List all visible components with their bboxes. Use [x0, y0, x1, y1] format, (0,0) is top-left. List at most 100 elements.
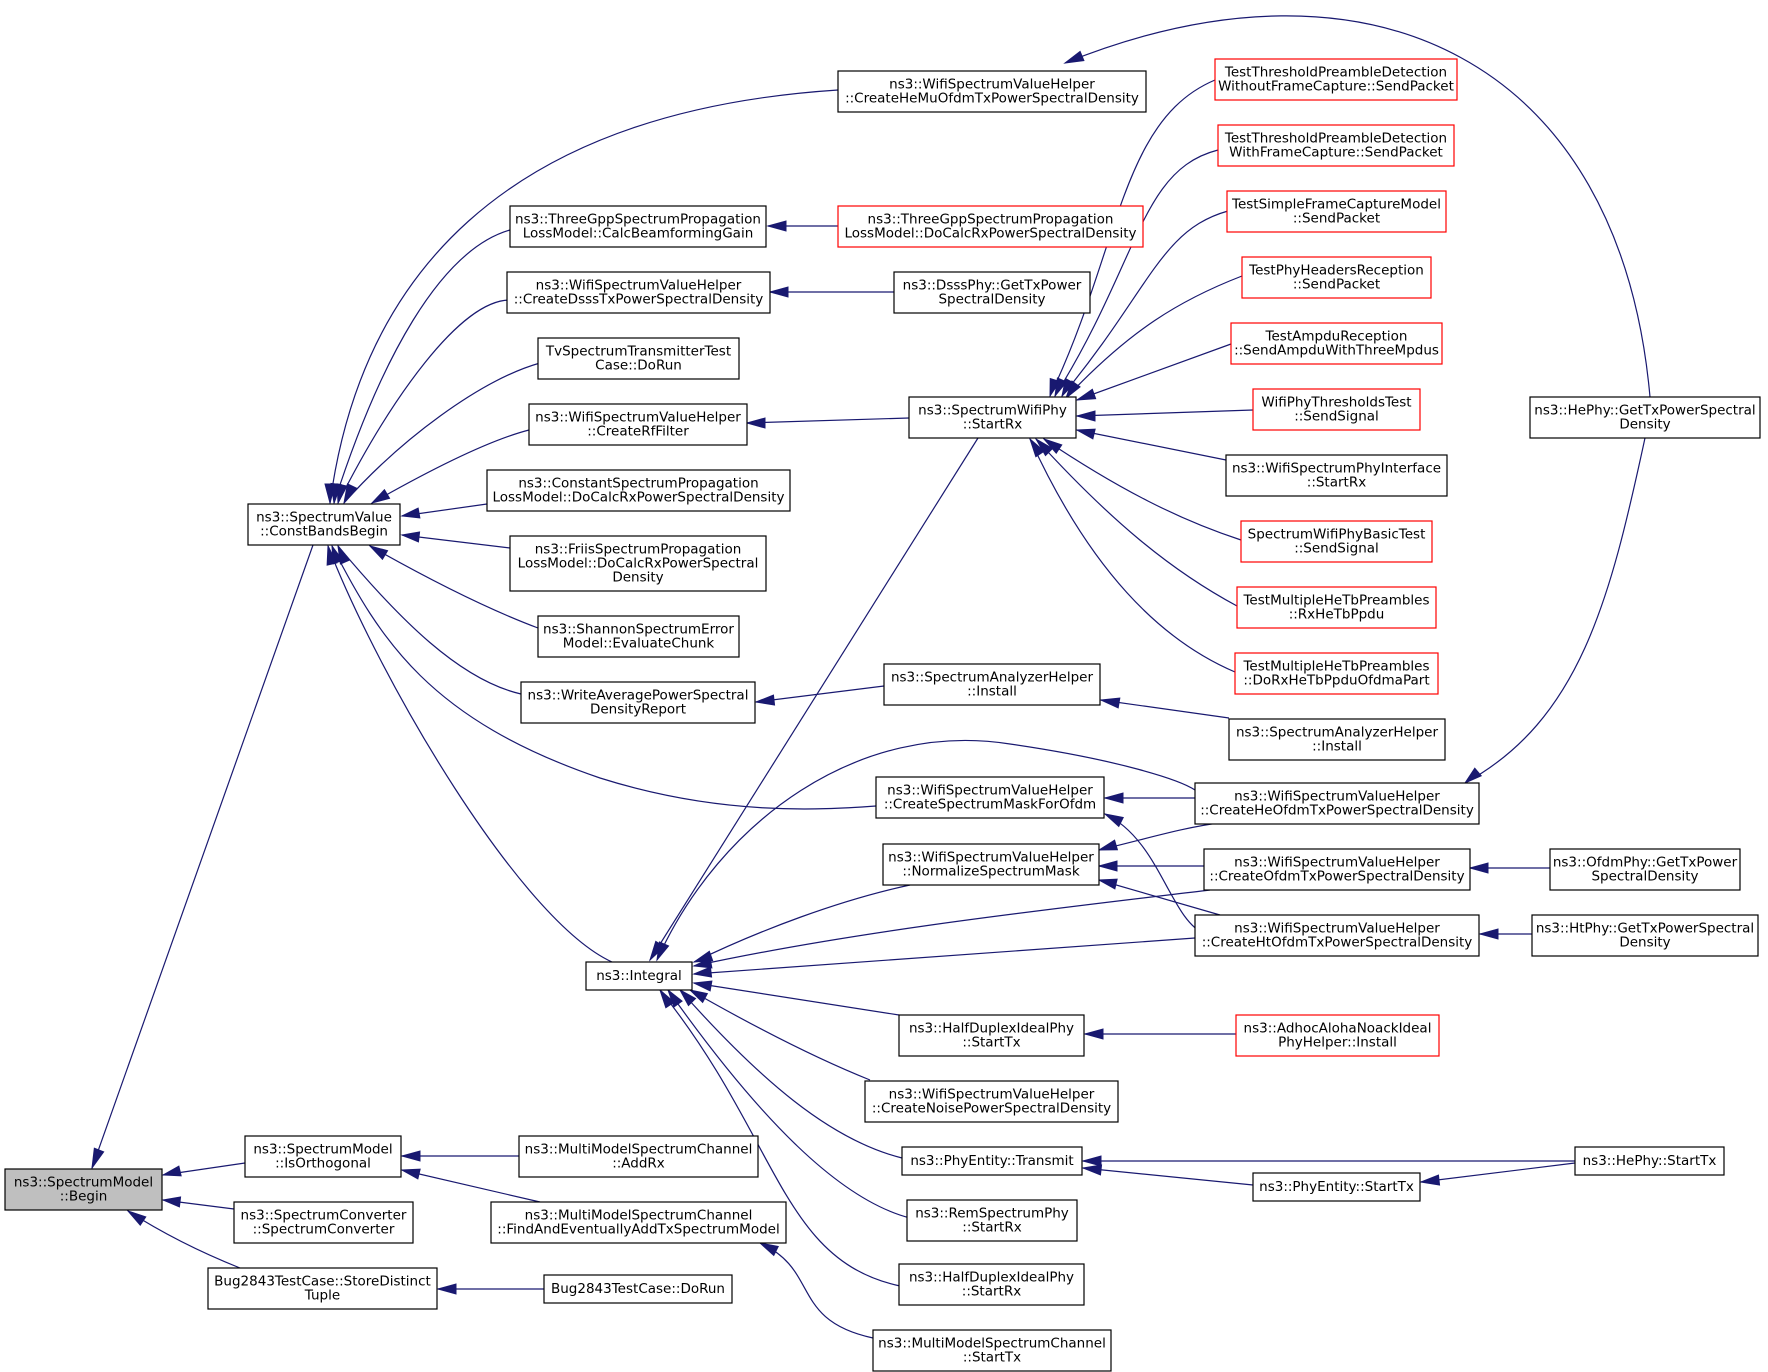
node-tgcalc[interactable]: ns3::ThreeGppSpectrumPropagationLossMode…	[509, 205, 767, 248]
node-t5[interactable]: TestAmpduReception::SendAmpduWithThreeMp…	[1230, 322, 1443, 365]
node-box[interactable]	[244, 1135, 402, 1178]
node-t8[interactable]: SpectrumWifiPhyBasicTest::SendSignal	[1240, 520, 1433, 563]
node-box[interactable]	[518, 1135, 759, 1178]
node-dsssh[interactable]: ns3::WifiSpectrumValueHelper::CreateDsss…	[506, 271, 771, 314]
node-box[interactable]	[509, 535, 767, 592]
node-box[interactable]	[1194, 914, 1480, 957]
node-mask[interactable]: ns3::WifiSpectrumValueHelper::CreateSpec…	[875, 776, 1105, 819]
node-box[interactable]	[1531, 914, 1759, 957]
node-box[interactable]	[872, 1329, 1112, 1372]
node-t6[interactable]: WifiPhyThresholdsTest::SendSignal	[1252, 388, 1421, 431]
node-box[interactable]	[882, 843, 1100, 886]
node-box[interactable]	[864, 1080, 1119, 1123]
node-ofdm[interactable]: ns3::WifiSpectrumValueHelper::CreateOfdm…	[1203, 848, 1471, 891]
node-box[interactable]	[1230, 322, 1443, 365]
node-box[interactable]	[1217, 124, 1455, 167]
node-box[interactable]	[898, 1263, 1085, 1306]
node-box[interactable]	[906, 1199, 1078, 1242]
node-tgdocalc[interactable]: ns3::ThreeGppSpectrumPropagationLossMode…	[837, 205, 1144, 248]
node-hestarttx[interactable]: ns3::HePhy::StartTx	[1574, 1146, 1725, 1176]
node-t1[interactable]: TestThresholdPreambleDetectionWithoutFra…	[1214, 58, 1458, 101]
node-box[interactable]	[247, 503, 401, 546]
node-mmfind[interactable]: ns3::MultiModelSpectrumChannel::FindAndE…	[490, 1201, 787, 1244]
node-box[interactable]	[908, 396, 1077, 439]
node-swstartrx[interactable]: ns3::SpectrumWifiPhy::StartRx	[908, 396, 1077, 439]
node-box[interactable]	[1241, 256, 1432, 299]
node-t3[interactable]: TestSimpleFrameCaptureModel::SendPacket	[1226, 190, 1447, 233]
node-t9[interactable]: TestMultipleHeTbPreambles::RxHeTbPpdu	[1236, 586, 1437, 629]
node-box[interactable]	[537, 615, 740, 658]
node-box[interactable]	[1574, 1146, 1725, 1176]
node-t7[interactable]: ns3::WifiSpectrumPhyInterface::StartRx	[1225, 454, 1448, 497]
node-hdstartrx[interactable]: ns3::HalfDuplexIdealPhy::StartRx	[898, 1263, 1085, 1306]
node-box[interactable]	[1228, 718, 1446, 761]
node-box[interactable]	[543, 1274, 733, 1304]
node-box[interactable]	[490, 1201, 787, 1244]
node-mmstarttx[interactable]: ns3::MultiModelSpectrumChannel::StartTx	[872, 1329, 1112, 1372]
node-friis[interactable]: ns3::FriisSpectrumPropagationLossModel::…	[509, 535, 767, 592]
node-pestarttx[interactable]: ns3::PhyEntity::StartTx	[1252, 1172, 1421, 1202]
node-anainst1[interactable]: ns3::SpectrumAnalyzerHelper::Install	[883, 663, 1101, 706]
node-box[interactable]	[528, 403, 748, 446]
node-box[interactable]	[509, 205, 767, 248]
node-rff[interactable]: ns3::WifiSpectrumValueHelper::CreateRfFi…	[528, 403, 748, 446]
node-box[interactable]	[1252, 388, 1421, 431]
node-box[interactable]	[506, 271, 771, 314]
node-box[interactable]	[875, 776, 1105, 819]
node-box[interactable]	[898, 1014, 1085, 1057]
node-box[interactable]	[1214, 58, 1458, 101]
node-petransmit[interactable]: ns3::PhyEntity::Transmit	[901, 1146, 1083, 1176]
node-iso[interactable]: ns3::SpectrumModel::IsOrthogonal	[244, 1135, 402, 1178]
node-t2[interactable]: TestThresholdPreambleDetectionWithFrameC…	[1217, 124, 1455, 167]
node-norm[interactable]: ns3::WifiSpectrumValueHelper::NormalizeS…	[882, 843, 1100, 886]
node-box[interactable]	[1529, 396, 1761, 439]
node-box[interactable]	[1549, 848, 1741, 891]
node-box[interactable]	[486, 469, 791, 512]
node-box[interactable]	[1226, 190, 1447, 233]
node-box[interactable]	[537, 337, 740, 380]
node-box[interactable]	[1240, 520, 1433, 563]
node-t4[interactable]: TestPhyHeadersReception::SendPacket	[1241, 256, 1432, 299]
node-box[interactable]	[837, 70, 1147, 113]
node-box[interactable]	[1194, 782, 1480, 825]
node-box[interactable]	[1234, 652, 1439, 695]
node-box[interactable]	[1236, 586, 1437, 629]
node-adhoc[interactable]: ns3::AdhocAlohaNoackIdealPhyHelper::Inst…	[1235, 1014, 1440, 1057]
node-box[interactable]	[893, 271, 1091, 314]
node-noise[interactable]: ns3::WifiSpectrumValueHelper::CreateNois…	[864, 1080, 1119, 1123]
node-mmaddrx[interactable]: ns3::MultiModelSpectrumChannel::AddRx	[518, 1135, 759, 1178]
node-box[interactable]	[1203, 848, 1471, 891]
node-box[interactable]	[1252, 1172, 1421, 1202]
node-box[interactable]	[883, 663, 1101, 706]
node-box[interactable]	[1235, 1014, 1440, 1057]
node-hdstarttx[interactable]: ns3::HalfDuplexIdealPhy::StartTx	[898, 1014, 1085, 1057]
node-box[interactable]	[520, 681, 756, 724]
node-box[interactable]	[233, 1201, 414, 1244]
node-hemu[interactable]: ns3::WifiSpectrumValueHelper::CreateHeMu…	[837, 70, 1147, 113]
node-wapsd[interactable]: ns3::WriteAveragePowerSpectralDensityRep…	[520, 681, 756, 724]
node-integral[interactable]: ns3::Integral	[585, 961, 693, 991]
node-remrx[interactable]: ns3::RemSpectrumPhy::StartRx	[906, 1199, 1078, 1242]
node-begin[interactable]: ns3::SpectrumModel::Begin	[4, 1168, 163, 1211]
node-anainst2[interactable]: ns3::SpectrumAnalyzerHelper::Install	[1228, 718, 1446, 761]
node-box[interactable]	[207, 1267, 438, 1310]
node-cbb[interactable]: ns3::SpectrumValue::ConstBandsBegin	[247, 503, 401, 546]
node-t10[interactable]: TestMultipleHeTbPreambles::DoRxHeTbPpduO…	[1234, 652, 1439, 695]
node-box[interactable]	[1225, 454, 1448, 497]
node-box[interactable]	[901, 1146, 1083, 1176]
node-box[interactable]	[837, 205, 1144, 248]
node-const[interactable]: ns3::ConstantSpectrumPropagationLossMode…	[486, 469, 791, 512]
node-heofdm[interactable]: ns3::WifiSpectrumValueHelper::CreateHeOf…	[1194, 782, 1480, 825]
node-box[interactable]	[4, 1168, 163, 1211]
node-shannon[interactable]: ns3::ShannonSpectrumErrorModel::Evaluate…	[537, 615, 740, 658]
node-bugrun[interactable]: Bug2843TestCase::DoRun	[543, 1274, 733, 1304]
node-box[interactable]	[585, 961, 693, 991]
node-conv[interactable]: ns3::SpectrumConverter::SpectrumConverte…	[233, 1201, 414, 1244]
node-htofdm[interactable]: ns3::WifiSpectrumValueHelper::CreateHtOf…	[1194, 914, 1480, 957]
